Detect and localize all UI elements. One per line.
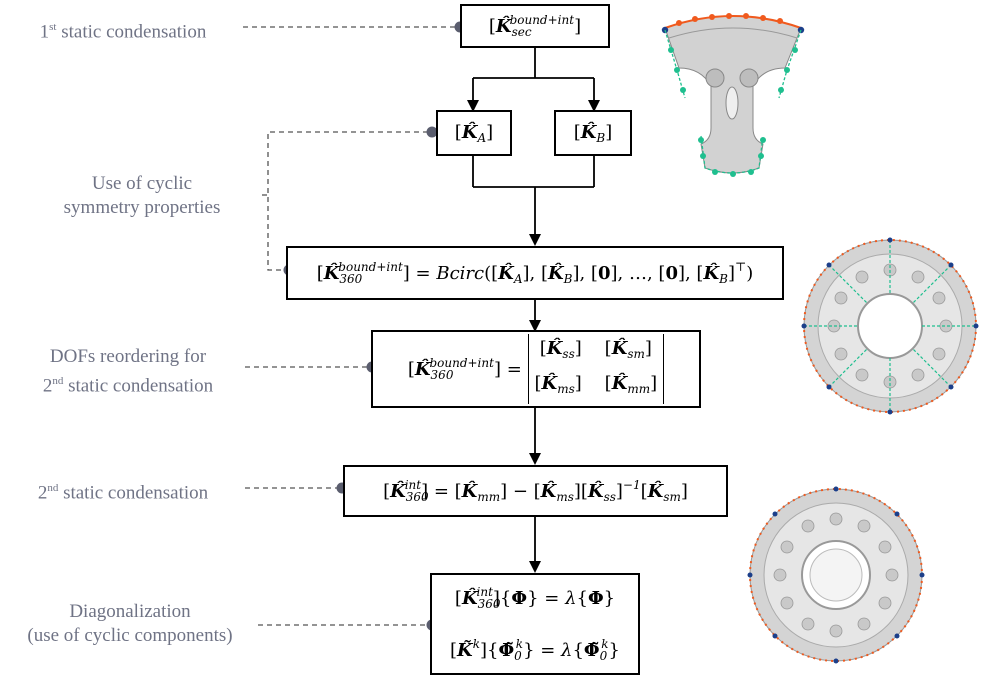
label-reorder-num: 2 (42, 375, 53, 397)
label-diag-line2: (use of cyclic components) (27, 625, 233, 646)
label-first-static-condensation: 1st static condensation (18, 15, 228, 44)
box-reorder: [K̂360bound+int] = [K̂ss] [K̂sm] [K̂ms] … (371, 330, 701, 408)
box-diagonalization: [K̂360int]{Φ} = λ{Φ} [K̃k]{Φ̃0k} = λ{Φ̃0… (430, 573, 640, 675)
label-reorder-line2: 2nd static condensation (18, 369, 238, 398)
box-condense: [K̂360int] = [K̂mm] − [K̂ms][K̂ss]−1[K̂s… (343, 465, 728, 517)
label-second-sup: nd (47, 482, 59, 494)
label-reorder-sup: nd (52, 375, 64, 387)
box-ka: [K̂A] (436, 110, 512, 156)
label-second-static-condensation: 2nd static condensation (18, 476, 228, 505)
label-first-num: 1 (39, 21, 50, 43)
label-first-text: static condensation (56, 21, 207, 43)
label-second-num: 2 (37, 482, 48, 504)
sector-model-illustration (661, 13, 805, 177)
label-diagonalization: Diagonalization (use of cyclic component… (10, 600, 250, 648)
label-second-text: static condensation (58, 482, 209, 504)
condensed-disk-illustration (747, 486, 925, 664)
label-first-sup: st (49, 21, 57, 33)
full-disk-sectors-illustration (801, 237, 979, 415)
label-cyclic-line1: Use of cyclic (91, 173, 193, 194)
box-kb: [K̂B] (554, 110, 632, 156)
label-diag-line1: Diagonalization (69, 601, 191, 622)
box-bcirc: [K̂360bound+int] = Bcirc([K̂A], [K̂B], [… (286, 246, 784, 300)
box-ksec: [K̂secbound+int] (460, 4, 610, 48)
label-cyclic-line2: symmetry properties (63, 197, 221, 218)
label-cyclic-symmetry: Use of cyclic symmetry properties (42, 172, 242, 220)
label-dofs-reordering: DOFs reordering for 2nd static condensat… (18, 345, 238, 398)
label-reorder-line1: DOFs reordering for (49, 346, 207, 367)
label-reorder-text: static condensation (63, 375, 214, 397)
